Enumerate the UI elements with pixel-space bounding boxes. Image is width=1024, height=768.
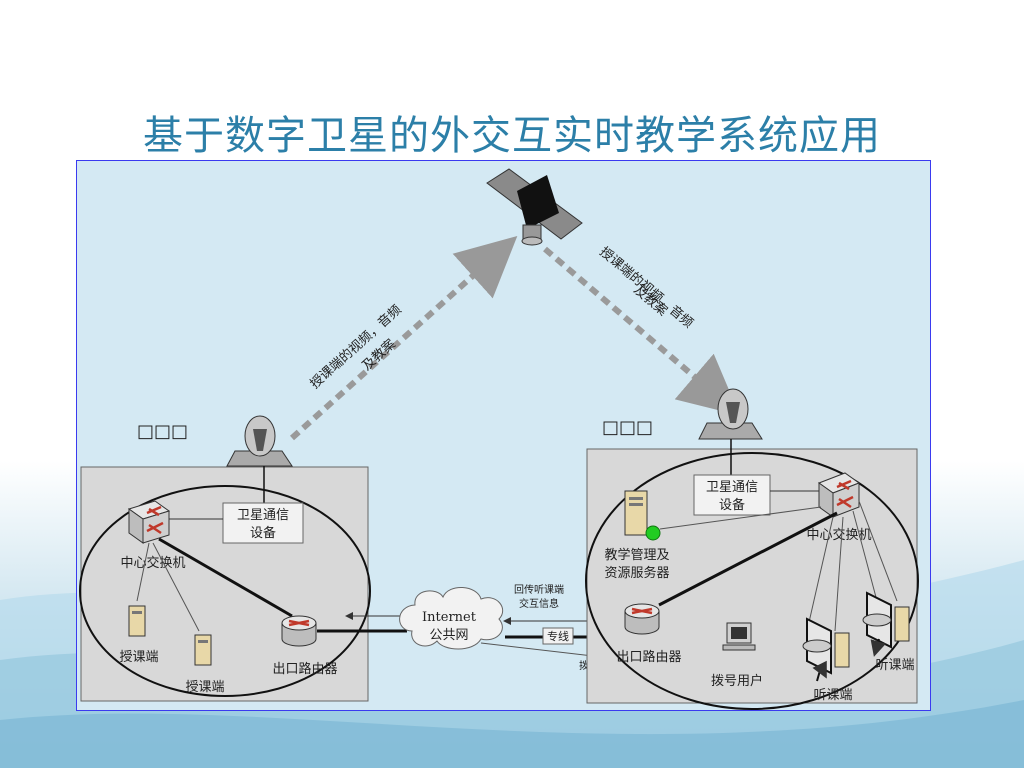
right-sat-device-label-1: 卫星通信 bbox=[706, 480, 758, 495]
left-switch-icon bbox=[127, 500, 171, 544]
dialup-pc-icon bbox=[722, 622, 756, 651]
listener-station-icon-2 bbox=[862, 591, 910, 657]
downlink-arrow bbox=[543, 246, 740, 416]
left-site-lan-ellipse bbox=[79, 485, 371, 697]
left-sat-device-label-1: 卫星通信 bbox=[237, 508, 289, 523]
left-router-icon bbox=[281, 615, 317, 647]
internet-label-1: Internet bbox=[422, 610, 477, 625]
server-label-2: 资源服务器 bbox=[604, 565, 669, 581]
server-label-1: 教学管理及 bbox=[604, 547, 669, 563]
left-router-label: 出口路由器 bbox=[272, 661, 337, 677]
right-sat-device-box bbox=[693, 474, 771, 516]
dedicated-line-box bbox=[542, 627, 574, 645]
left-teacher-pc-icon-2 bbox=[194, 634, 212, 666]
left-satellite-dish-icon bbox=[226, 415, 293, 467]
left-switch-label: 中心交换机 bbox=[120, 555, 185, 571]
internet-cloud-icon bbox=[399, 587, 504, 650]
dedicated-line-label: 专线 bbox=[547, 629, 569, 643]
listener-label-2: 听课端 bbox=[875, 658, 914, 673]
right-satellite-dish-icon bbox=[698, 388, 763, 440]
internet-label-2: 公共网 bbox=[429, 628, 468, 643]
listener-label-1: 听课端 bbox=[813, 688, 852, 703]
slide-title: 基于数字卫星的外交互实时教学系统应用 bbox=[143, 113, 881, 159]
left-teacher-label-2: 授课端 bbox=[185, 680, 224, 695]
diagram-canvas: 授课端的视频，音频 及教案 授课端的视频，音频 及教案 □□□ 卫星通信 设备 … bbox=[79, 168, 919, 710]
satellite-icon bbox=[486, 168, 583, 246]
left-site-heading: □□□ bbox=[137, 421, 188, 442]
left-sat-device-label-2: 设备 bbox=[250, 525, 276, 541]
left-sat-device-box bbox=[222, 502, 304, 544]
right-site-heading: □□□ bbox=[602, 417, 653, 438]
right-router-label: 出口路由器 bbox=[616, 649, 681, 665]
server-icon bbox=[624, 490, 661, 541]
network-diagram: 授课端的视频，音频 及教案 授课端的视频，音频 及教案 □□□ 卫星通信 设备 … bbox=[76, 160, 931, 711]
listener-station-icon-1 bbox=[802, 617, 850, 681]
feedback-label-2: 交互信息 bbox=[519, 597, 559, 610]
right-sat-device-label-2: 设备 bbox=[719, 497, 745, 513]
left-teacher-pc-icon-1 bbox=[128, 605, 146, 637]
right-switch-icon bbox=[817, 472, 861, 518]
right-router-icon bbox=[624, 603, 660, 635]
left-teacher-label-1: 授课端 bbox=[119, 650, 158, 665]
feedback-label-1: 回传听课端 bbox=[514, 583, 564, 596]
right-site-lan-ellipse bbox=[585, 452, 919, 710]
uplink-arrow bbox=[289, 235, 518, 441]
dialup-user-label: 拨号用户 bbox=[711, 673, 763, 689]
right-switch-label: 中心交换机 bbox=[806, 527, 871, 543]
